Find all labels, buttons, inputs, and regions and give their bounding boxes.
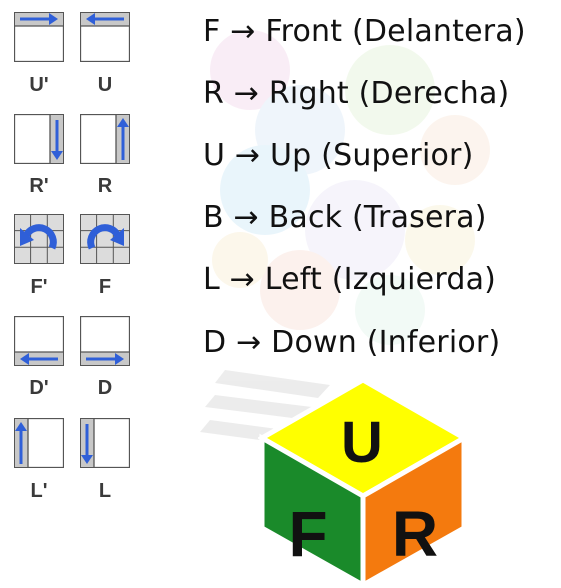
notation-name: Up (270, 138, 312, 173)
notation-row: D → Down (Inferior) (203, 325, 500, 360)
cube-right-letter: R (392, 498, 438, 570)
move-label: L' (30, 480, 48, 502)
notation-letter: L (203, 262, 220, 297)
move-label: D' (29, 377, 49, 399)
notation-arrow: → (233, 76, 260, 111)
notation-arrow: → (236, 325, 262, 360)
left-column-down-arrow-icon (80, 418, 130, 468)
move-label: F' (30, 276, 48, 298)
notation-name: Right (268, 76, 349, 111)
notation-row: U → Up (Superior) (203, 138, 474, 173)
notation-row: R → Right (Derecha) (203, 76, 509, 111)
notation-name: Left (264, 262, 323, 297)
notation-name: Down (271, 325, 357, 360)
notation-translation: (Derecha) (358, 76, 510, 111)
cube-top-letter: U (341, 410, 383, 475)
right-column-up-arrow-icon (80, 114, 130, 164)
notation-row: L → Left (Izquierda) (203, 262, 496, 297)
cube-right-face (360, 433, 467, 588)
bottom-row-left-arrow-icon (14, 316, 64, 366)
notation-row: F → Front (Delantera) (203, 14, 526, 49)
move-label: F (98, 276, 112, 298)
notation-letter: F (203, 14, 221, 49)
notation-letter: B (203, 200, 224, 235)
notation-letter: D (203, 325, 227, 360)
front-counterclockwise-arrow-icon (14, 214, 64, 264)
right-column-down-arrow-icon (14, 114, 64, 164)
notation-translation: (Izquierda) (331, 262, 497, 297)
notation-translation: (Inferior) (366, 325, 501, 360)
notation-arrow: → (233, 200, 259, 235)
move-label: R' (29, 175, 49, 197)
notation-letter: U (203, 138, 226, 173)
move-label: U (97, 74, 113, 96)
cube-left-letter: F (288, 498, 327, 570)
notation-name: Back (268, 200, 343, 235)
notation-translation: (Superior) (321, 138, 474, 173)
top-row-left-arrow-icon (80, 12, 130, 62)
notation-translation: (Delantera) (351, 14, 526, 49)
move-label: R (97, 175, 113, 197)
urf-cube-logo: U F R (258, 378, 468, 588)
move-label: L (98, 480, 112, 502)
left-column-up-arrow-icon (14, 418, 64, 468)
notation-name: Front (265, 14, 343, 49)
move-label: D (97, 377, 113, 399)
notation-arrow: → (234, 138, 261, 173)
notation-row: B → Back (Trasera) (203, 200, 487, 235)
move-label: U' (29, 74, 49, 96)
notation-arrow: → (229, 262, 256, 297)
notation-arrow: → (230, 14, 256, 49)
top-row-right-arrow-icon (14, 12, 64, 62)
notation-letter: R (203, 76, 225, 111)
front-clockwise-arrow-icon (80, 214, 130, 264)
bottom-row-right-arrow-icon (80, 316, 130, 366)
notation-translation: (Trasera) (352, 200, 487, 235)
